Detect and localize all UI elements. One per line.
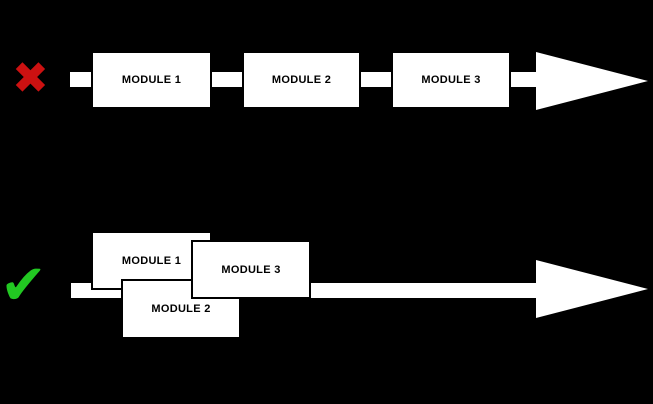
top-module-3-label: MODULE 3: [421, 74, 481, 86]
cross-icon: ✖: [12, 53, 49, 104]
bottom-module-2-box: MODULE 2: [121, 279, 241, 339]
top-module-2-label: MODULE 2: [271, 74, 332, 86]
top-module-1-label: MODULE 1: [121, 74, 182, 86]
top-module-1-box: MODULE 1: [91, 51, 212, 109]
top-arrow-head: [536, 52, 648, 110]
bottom-arrow-head: [536, 260, 648, 318]
top-module-2-box: MODULE 2: [242, 51, 361, 109]
top-module-3-box: MODULE 3: [391, 51, 511, 109]
bottom-module-2-label: MODULE 2: [151, 303, 211, 315]
bottom-module-3-box: MODULE 3: [191, 240, 311, 299]
bottom-module-1-label: MODULE 1: [121, 254, 182, 267]
bottom-module-3-label: MODULE 3: [221, 263, 281, 276]
check-icon: ✔: [0, 253, 47, 318]
